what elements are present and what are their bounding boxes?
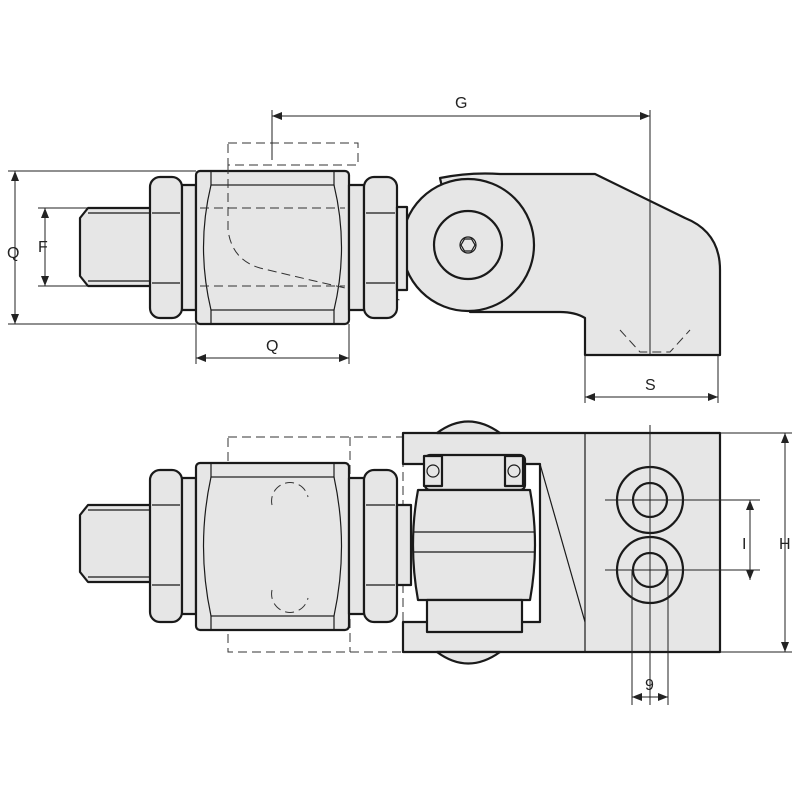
body-band — [210, 462, 335, 478]
washer — [347, 476, 366, 616]
hidden-line — [271, 482, 309, 613]
bearing-ball — [507, 464, 521, 478]
pin-cap-bottom — [435, 650, 502, 665]
dim-label-q-height: Q — [7, 245, 19, 262]
clevis-edge — [539, 463, 586, 623]
washer — [180, 183, 198, 312]
body-band — [210, 170, 335, 186]
joint-neck — [395, 205, 409, 292]
dim-label-s: S — [645, 377, 656, 394]
dim-label-i: I — [742, 536, 746, 553]
dashed-outline — [227, 142, 359, 166]
body — [194, 461, 351, 632]
body — [194, 169, 351, 326]
joint-neck — [395, 503, 413, 587]
body-contour — [202, 184, 343, 311]
dim-label-9: 9 — [645, 677, 654, 694]
bearing-race — [503, 454, 525, 488]
right-nut — [362, 468, 399, 624]
body-band — [210, 615, 335, 631]
washer — [347, 183, 366, 312]
dim-label-q-width: Q — [266, 338, 278, 355]
hex-socket-icon — [460, 238, 476, 252]
washer — [180, 476, 198, 616]
top-view: G Q F Q S — [7, 95, 722, 403]
body-band — [210, 309, 335, 325]
swivel-roller — [411, 488, 537, 602]
pin-cap-top — [435, 420, 502, 435]
body-contour — [202, 476, 343, 617]
pivot-pin — [432, 209, 504, 281]
right-nut — [362, 175, 399, 320]
hex-socket-icon — [459, 236, 477, 254]
bearing-ball — [426, 464, 440, 478]
threaded-stud — [78, 206, 154, 288]
bottom-view: H I 9 — [78, 420, 792, 705]
left-nut — [148, 468, 184, 624]
left-nut — [148, 175, 184, 320]
roller-base — [425, 598, 524, 634]
bearing-race — [422, 454, 444, 488]
threaded-stud — [78, 503, 154, 584]
hidden-line — [619, 329, 691, 353]
dim-label-g: G — [455, 95, 467, 112]
dim-label-f: F — [38, 239, 48, 256]
dim-label-h: H — [779, 536, 791, 553]
